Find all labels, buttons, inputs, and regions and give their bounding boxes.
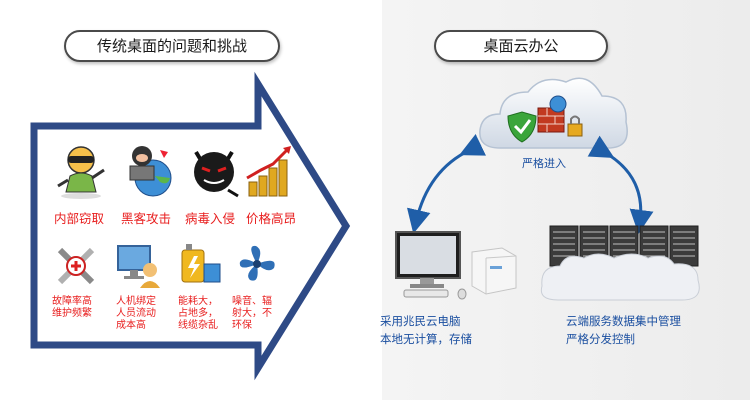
server-description: 云端服务数据集中管理 严格分发控制 [566, 314, 681, 346]
cloud-desktop-heading: 桌面云办公 [434, 30, 608, 62]
lock-icon [567, 115, 583, 137]
money-chart-icon [243, 142, 299, 200]
problem-label-internal-theft: 内部窃取 [54, 211, 105, 226]
problem-label-high-price: 价格高昂 [246, 211, 297, 226]
power-battery-icon [176, 240, 224, 290]
problem-label-user-binding: 人机绑定 人员流动 成本高 [116, 296, 156, 331]
problem-label-virus-invasion: 病毒入侵 [185, 211, 236, 226]
client-description: 采用兆民云电脑 本地无计算，存储 [380, 314, 472, 346]
shield-check-icon [507, 111, 537, 143]
problem-label-high-failure: 故障率高 维护频繁 [52, 296, 92, 319]
firewall-icon [537, 95, 567, 133]
problem-label-hacker-attack: 黑客攻击 [121, 211, 172, 226]
fan-icon [234, 240, 280, 288]
hacker-icon [120, 138, 182, 200]
client-link-arrow [407, 134, 486, 234]
virus-icon [186, 140, 242, 200]
problem-label-noise-radiation: 噪音、辐 射大，不 环保 [232, 296, 272, 331]
server-link-arrow [587, 135, 654, 234]
traditional-desktop-heading: 传统桌面的问题和挑战 [64, 30, 280, 62]
problem-label-energy-space: 能耗大， 占地多， 线缆杂乱 [178, 296, 218, 331]
thin-client-box-icon [471, 247, 517, 295]
server-rack-icon [540, 225, 700, 301]
cloud-architecture-art [395, 77, 700, 301]
thief-icon [52, 140, 110, 200]
repair-tools-icon [52, 242, 100, 290]
cloud-access-label: 严格进入 [522, 157, 566, 170]
user-computer-icon [114, 240, 162, 290]
challenges-arrow-shape [30, 71, 351, 381]
desktop-computer-icon [395, 231, 467, 300]
